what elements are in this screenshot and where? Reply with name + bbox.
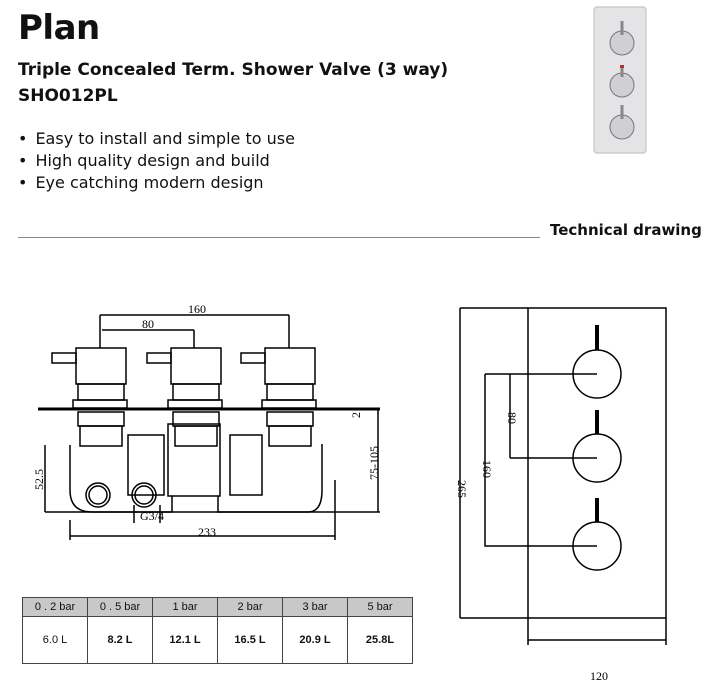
flow-value: 6.0 L xyxy=(22,616,88,664)
dim-52-5: 52.5 xyxy=(32,469,46,490)
feature-item: High quality design and build xyxy=(18,150,295,172)
flow-value: 16.5 L xyxy=(217,616,283,664)
product-code: SHO012PL xyxy=(18,86,118,106)
pressure-header: 5 bar xyxy=(347,597,413,617)
pressure-header: 3 bar xyxy=(282,597,348,617)
dim-2: 2 xyxy=(349,412,363,418)
dim-120: 120 xyxy=(590,669,608,683)
dim-thread: G3/4 xyxy=(140,509,164,523)
feature-item: Easy to install and simple to use xyxy=(18,128,294,150)
product-name: Triple Concealed Term. Shower Valve (3 w… xyxy=(18,60,449,80)
dim-265: 265 xyxy=(455,480,469,498)
feature-list: Easy to install and simple to use High q… xyxy=(18,128,295,194)
pressure-header: 1 bar xyxy=(152,597,218,617)
dim-233: 233 xyxy=(198,525,216,539)
dim-75-105: 75-105 xyxy=(367,446,381,480)
dim-160: 160 xyxy=(188,302,206,316)
page-title: Plan xyxy=(18,8,100,48)
side-view-drawing: 160 80 G3/4 233 2 75-105 52.5 xyxy=(32,302,381,540)
flow-rate-table: 0 . 2 bar 0 . 5 bar 1 bar 2 bar 3 bar 5 … xyxy=(22,597,413,664)
flow-value: 12.1 L xyxy=(152,616,218,664)
dim-160: 160 xyxy=(480,460,494,478)
flow-value: 8.2 L xyxy=(87,616,153,664)
pressure-header: 2 bar xyxy=(217,597,283,617)
pressure-header: 0 . 5 bar xyxy=(87,597,153,617)
feature-item: Eye catching modern design xyxy=(18,172,295,194)
section-heading: Technical drawing xyxy=(550,221,702,239)
pressure-header: 0 . 2 bar xyxy=(22,597,88,617)
front-view-drawing: 80 160 265 120 xyxy=(455,307,667,683)
dim-80: 80 xyxy=(505,412,519,424)
product-image xyxy=(593,6,647,154)
flow-value: 20.9 L xyxy=(282,616,348,664)
dim-80: 80 xyxy=(142,317,154,331)
divider xyxy=(18,237,540,238)
flow-value: 25.8L xyxy=(347,616,413,664)
